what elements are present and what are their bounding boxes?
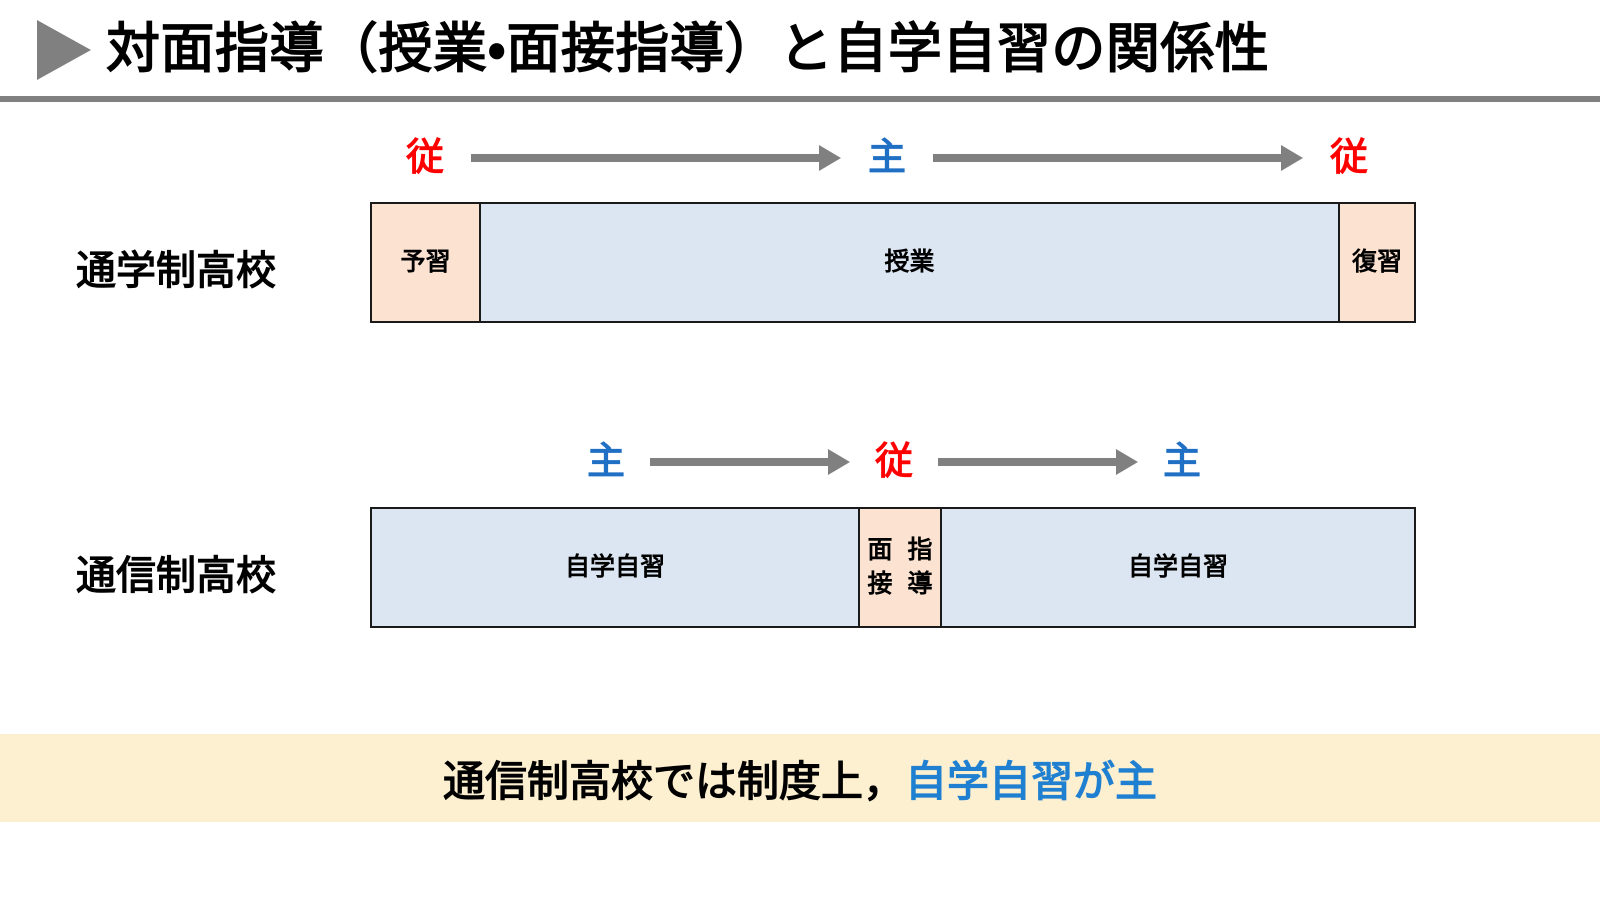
arrow-shaft [938, 458, 1116, 466]
row-label-row-2: 通信制高校 [76, 554, 276, 598]
role-mark-1-3: 従 [1329, 137, 1368, 179]
arrow-1-2 [933, 145, 1303, 171]
arrow-shaft [650, 458, 828, 466]
summary-text-plain: 通信制高校では制度上， [442, 757, 905, 805]
header-divider [0, 96, 1600, 102]
bar-full-time-school: 予習 授業 復習 [370, 202, 1416, 323]
summary-banner: 通信制高校では制度上，自学自習が主 [0, 734, 1600, 822]
arrow-head [1281, 145, 1303, 171]
role-arrow-row-2: 主 従 主 [578, 437, 1218, 487]
summary-banner-text: 通信制高校では制度上，自学自習が主 [443, 748, 1157, 809]
bar-segment-jigaku-2: 自学自習 [942, 509, 1414, 626]
page-title: 対面指導（授業・面接指導）と自学自習の関係性 [106, 19, 1270, 79]
arrow-2-1 [650, 449, 850, 475]
play-triangle-icon [37, 20, 91, 80]
bar-segment-yoshu: 予習 [372, 204, 481, 321]
arrow-shaft [471, 154, 819, 162]
arrow-1-1 [471, 145, 841, 171]
bar-segment-jigaku-1: 自学自習 [372, 509, 860, 626]
bar-segment-jugyo: 授業 [481, 204, 1340, 321]
role-mark-2-2: 従 [874, 441, 913, 483]
segment-label-line2: 指導 [907, 535, 933, 598]
role-mark-1-1: 従 [405, 137, 444, 179]
role-mark-2-1: 主 [586, 441, 625, 483]
summary-text-accent: 自学自習が主 [905, 757, 1158, 805]
bar-segment-mensetsu-shido: 面接 指導 [860, 509, 942, 626]
segment-label-line1: 面接 [867, 535, 893, 598]
bar-correspondence-school: 自学自習 面接 指導 自学自習 [370, 507, 1416, 628]
row-label-zenrow-1: 通学制高校 [76, 249, 276, 293]
role-mark-2-3: 主 [1162, 441, 1201, 483]
segment-label: 予習 [400, 247, 451, 276]
segment-label: 自学自習 [1127, 552, 1228, 581]
arrow-2-2 [938, 449, 1138, 475]
arrow-head [828, 449, 850, 475]
segment-label: 復習 [1351, 247, 1402, 276]
segment-label: 自学自習 [564, 552, 665, 581]
role-mark-1-2: 主 [867, 137, 906, 179]
arrow-head [819, 145, 841, 171]
arrow-head [1116, 449, 1138, 475]
bar-segment-fukushu: 復習 [1340, 204, 1414, 321]
segment-label: 授業 [884, 247, 935, 276]
arrow-shaft [933, 154, 1281, 162]
role-arrow-row-1: 従 主 従 [395, 133, 1415, 183]
